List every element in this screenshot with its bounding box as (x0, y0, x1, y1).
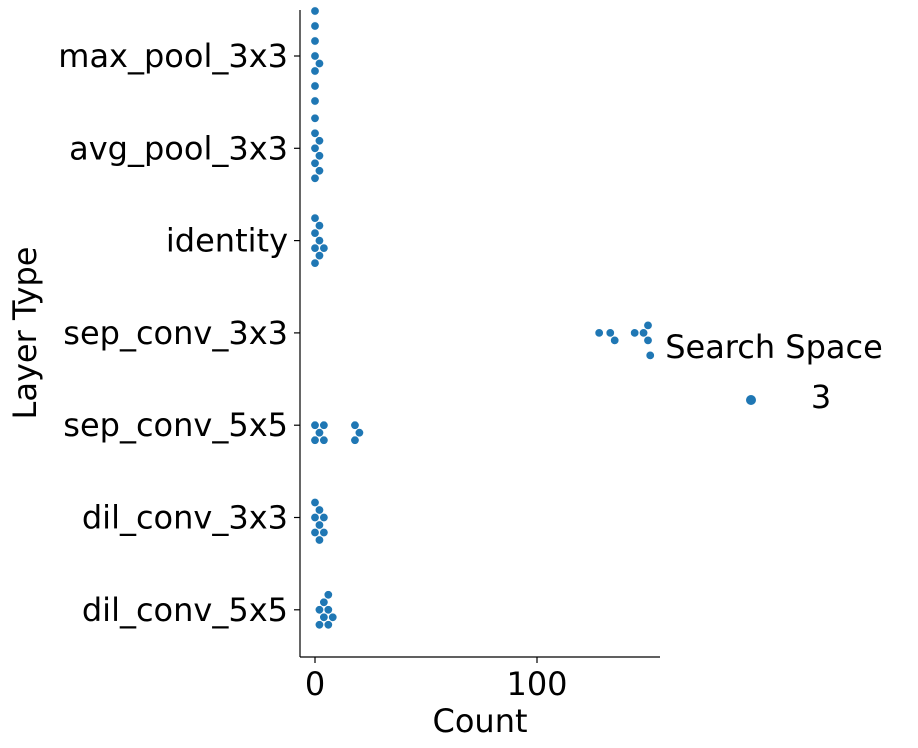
data-point (310, 213, 320, 223)
data-point (310, 81, 320, 91)
data-point (350, 420, 360, 430)
data-point (314, 236, 324, 246)
data-point (594, 328, 604, 338)
data-point (314, 166, 324, 176)
data-point (314, 428, 324, 438)
y-tick-label: sep_conv_3x3 (63, 314, 288, 352)
data-point (310, 128, 320, 138)
data-point (319, 435, 329, 445)
data-point (310, 420, 320, 430)
x-tick-label: 100 (506, 665, 567, 703)
data-point (314, 535, 324, 545)
data-point (314, 151, 324, 161)
data-point (310, 435, 320, 445)
data-point (323, 620, 333, 630)
data-point (319, 597, 329, 607)
data-point (314, 620, 324, 630)
data-point (310, 6, 320, 16)
data-point (610, 335, 620, 345)
legend: Search Space 3 (665, 328, 883, 416)
data-point (310, 497, 320, 507)
data-point (319, 612, 329, 622)
y-tick-label: max_pool_3x3 (58, 37, 288, 75)
data-point (350, 435, 360, 445)
data-point (310, 51, 320, 61)
data-point (314, 221, 324, 231)
data-point (310, 21, 320, 31)
data-point (310, 228, 320, 238)
data-point (645, 350, 655, 360)
data-point (310, 113, 320, 123)
legend-label: 3 (811, 378, 831, 416)
legend-title: Search Space (665, 328, 883, 366)
data-point (310, 258, 320, 268)
data-point (310, 66, 320, 76)
data-point (328, 612, 338, 622)
data-point (314, 58, 324, 68)
data-point (310, 96, 320, 106)
data-point (639, 328, 649, 338)
data-point (314, 505, 324, 515)
data-point (630, 328, 640, 338)
data-point (310, 173, 320, 183)
y-tick-label: identity (166, 222, 288, 260)
data-point (323, 590, 333, 600)
data-point (319, 527, 329, 537)
y-tick-label: dil_conv_3x3 (82, 499, 288, 537)
data-point (314, 136, 324, 146)
data-point (319, 243, 329, 253)
data-point (319, 512, 329, 522)
data-point (310, 158, 320, 168)
data-point (319, 420, 329, 430)
y-tick-label: dil_conv_5x5 (82, 591, 288, 629)
data-point (310, 512, 320, 522)
data-point (314, 251, 324, 261)
data-points (310, 6, 655, 630)
x-axis-label: Count (432, 702, 527, 740)
y-tick-label: avg_pool_3x3 (69, 129, 288, 167)
y-axis-label: Layer Type (6, 247, 44, 420)
data-point (323, 605, 333, 615)
data-point (310, 36, 320, 46)
y-tick-label: sep_conv_5x5 (63, 406, 288, 444)
data-point (310, 243, 320, 253)
data-point (643, 320, 653, 330)
data-point (314, 605, 324, 615)
data-point (310, 143, 320, 153)
data-point (310, 527, 320, 537)
x-tick-label: 0 (305, 665, 325, 703)
data-point (314, 520, 324, 530)
axes: max_pool_3x3 avg_pool_3x3 identity sep_conv… (58, 10, 660, 703)
data-point (605, 328, 615, 338)
legend-marker (746, 395, 756, 405)
data-point (354, 428, 364, 438)
data-point (643, 335, 653, 345)
